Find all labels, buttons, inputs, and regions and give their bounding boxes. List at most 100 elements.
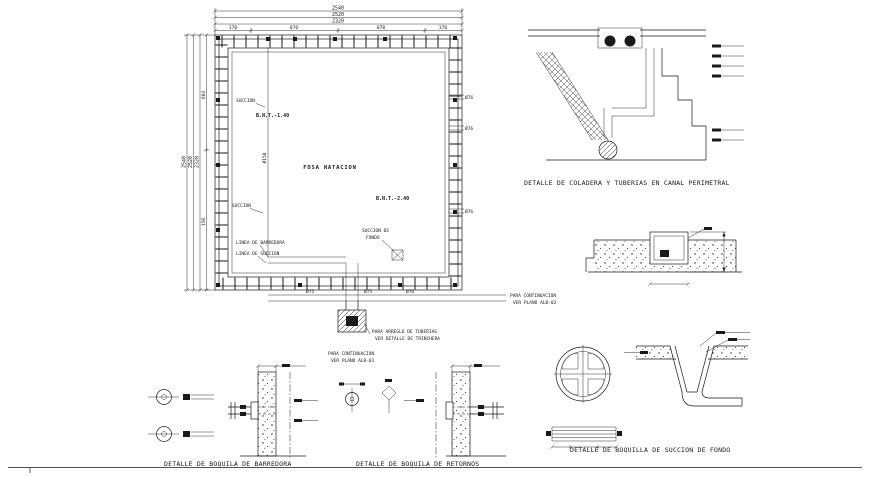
- pipe-circle-2: [624, 35, 636, 47]
- retorno-symbol-bars: [339, 379, 392, 386]
- detail-title-perimetral: DETALLE DE COLADERA Y TUBERIAS EN CANAL …: [524, 179, 730, 187]
- drain-petals: [561, 352, 605, 396]
- dim-top-seg-4: 370: [439, 25, 447, 31]
- suction-riser-line: [267, 48, 359, 310]
- barredora-leader-lines: [302, 400, 318, 421]
- note-continuation-bottom-line1: PARA CONTINUACION: [328, 351, 374, 357]
- dim-top-seg-3: 870: [377, 25, 385, 31]
- detail-perimetral: DETALLE DE COLADERA Y TUBERIAS EN CANAL …: [524, 27, 744, 187]
- fondo-label-line1: SUCCION DE: [362, 228, 389, 234]
- dim-right-1: Ø76: [465, 94, 473, 101]
- pool-inner-wall: [227, 47, 450, 278]
- dim-right-3: Ø76: [465, 208, 473, 215]
- dimension-ticks-left: [185, 33, 209, 292]
- pipe-cross-section: [598, 140, 618, 160]
- coladera-box: [649, 231, 689, 265]
- canal-dim-ticks: [648, 282, 690, 286]
- note-continuation-bottom-line2: VER PLANO ALB-01: [331, 358, 375, 364]
- detail-succion-fondo: DETALLE DE BOQUILLA DE SUCCION DE FONDO: [546, 331, 750, 454]
- right-wall-pipe-stubs: [449, 94, 464, 214]
- dim-bottom-3: Ø76: [406, 288, 414, 295]
- ground-right: [708, 346, 748, 359]
- plan-center-label: FOSA NATACION: [303, 165, 356, 171]
- note-continuation-right-line2: VER PLANO ALB-02: [513, 300, 557, 306]
- bottom-channel-lines: [268, 294, 506, 310]
- funnel-walls: [669, 345, 715, 393]
- pipe-circle-1: [604, 35, 616, 47]
- dim-left-seg-1: 604: [201, 91, 207, 99]
- wall-steps-profile: [661, 48, 707, 160]
- trench-pipe-section: [346, 316, 358, 326]
- fondo-label-line2: FONDO: [366, 235, 380, 241]
- dim-top-overall-1: 2540: [332, 6, 344, 12]
- retorno-diamond: [381, 385, 397, 413]
- drain-cross-lines: [554, 345, 612, 403]
- barredora-pipe-hidden: [258, 406, 276, 415]
- pool-outer-wall: [214, 34, 463, 291]
- dimension-ticks-top: [213, 9, 464, 33]
- ground-lines: [636, 345, 748, 360]
- canal-leader: [687, 228, 705, 239]
- coladera-box-inner: [653, 235, 685, 261]
- floor-drain-cross: [391, 249, 404, 261]
- pipe-diameter-label: Ø150: [261, 152, 268, 163]
- canal-leader-bar: [704, 227, 712, 230]
- dim-left-overall-1: 2540: [182, 156, 188, 168]
- detail-retornos: DETALLE DE BOQUILA DE RETORNOS: [339, 364, 506, 468]
- dim-top-overall-2: 2520: [332, 12, 344, 18]
- nozzle-symbol-bars: [183, 394, 190, 437]
- note-trench-line2: VER DETALLE DE TRINCHERA: [375, 336, 440, 342]
- dim-leader-lines-right: [712, 45, 744, 141]
- suction-label-top: SUCCION: [236, 98, 255, 104]
- note-trench-line1: PARA ARREGLO DE TUBERIAS: [372, 329, 437, 335]
- canal-dim-arrows: [722, 232, 726, 272]
- detail-barredora: DETALLE DE BOQUILA DE BARREDORA: [148, 364, 318, 468]
- detail-title-barredora: DETALLE DE BOQUILA DE BARREDORA: [164, 460, 292, 468]
- barredora-leader-bars: [294, 399, 302, 422]
- dim-left-seg-2: 150: [201, 218, 207, 226]
- barredora-dim-bar: [282, 364, 290, 367]
- dim-top-overall-3: 2320: [332, 19, 344, 25]
- sheet-frame-line: [8, 467, 862, 473]
- soil-hatch: [536, 52, 608, 140]
- channel-box: [597, 27, 643, 49]
- deck-lines: [528, 29, 706, 37]
- retornos-nozzle-body: [445, 401, 454, 420]
- dim-top-seg-2: 870: [290, 25, 298, 31]
- barredora-nozzle-body: [250, 401, 259, 420]
- note-continuation-right-line1: PARA CONTINUACION: [510, 293, 556, 299]
- dim-left-overall-3: 2320: [195, 156, 201, 168]
- grate-dim-ticks: [550, 445, 618, 449]
- level-label-2: B.N.T.-2.40: [376, 196, 409, 202]
- dim-arrow-bars-right: [712, 44, 721, 142]
- drop-pipe-lines: [603, 48, 655, 138]
- grate-end-caps: [546, 431, 622, 436]
- retornos-dim-bar: [474, 364, 482, 367]
- grate-section-lines: [551, 426, 617, 449]
- dim-left-overall-2: 2520: [188, 156, 194, 168]
- pool-wall-ticks: [215, 35, 462, 290]
- nozzle-symbol-lines: [148, 394, 214, 437]
- dim-right-2: Ø76: [465, 125, 473, 132]
- floor-drain-symbol: [391, 249, 404, 261]
- wall-anchor-squares: [216, 36, 457, 287]
- retornos-pipe: [470, 402, 504, 419]
- pool-plan: 2540 2520 2320 370 870 870 370 2540 2520…: [182, 6, 557, 365]
- interior-leader-lines: [249, 103, 395, 335]
- suction-label-mid: SUCCION: [232, 203, 251, 209]
- dim-top-seg-1: 370: [229, 25, 237, 31]
- dim-bottom-1: Ø75: [306, 288, 314, 295]
- line-label-barredora: LINEA DE BARREDORA: [236, 240, 285, 246]
- barredora-fittings: [240, 405, 246, 416]
- pool-wall-line2: [218, 38, 459, 287]
- detail-title-retornos: DETALLE DE BOQUILA DE RETORNOS: [356, 460, 479, 468]
- ground-left: [636, 346, 676, 359]
- barredora-dim-lines: [256, 364, 306, 372]
- line-label-succion: LINEA DE SUCCION: [236, 251, 280, 257]
- detail-canal-section: [585, 227, 742, 286]
- retorno-symbol-lines: [344, 383, 360, 412]
- retornos-leader-bar: [416, 399, 424, 402]
- retornos-pipe-hidden: [452, 406, 470, 415]
